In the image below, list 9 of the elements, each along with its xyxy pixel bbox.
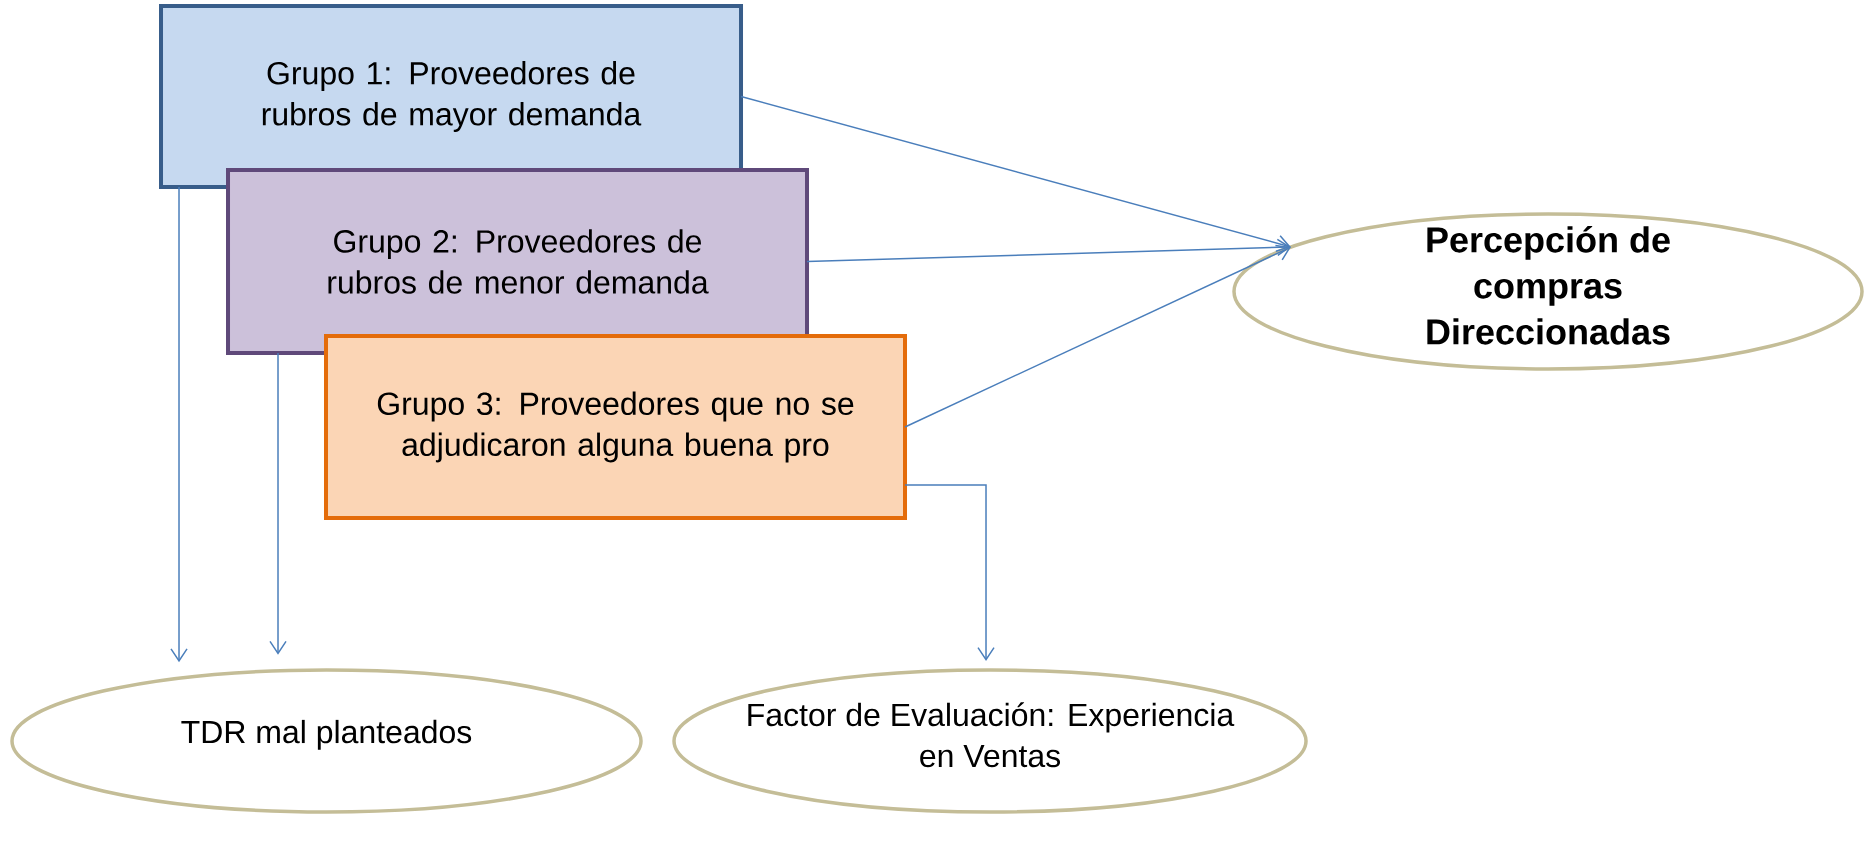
arrow [904,244,1291,428]
arrow [806,238,1291,263]
process-box: Grupo 2: Proveedores de rubros de menor demanda [226,168,809,355]
arrow [170,186,188,663]
arrow [904,484,995,661]
process-box: Grupo 3: Proveedores que no se adjudicaron alguna buena pro [324,334,907,520]
process-box: Grupo 1: Proveedores de rubros de mayor demanda [159,4,743,189]
arrow [269,352,287,655]
arrow [740,95,1291,252]
